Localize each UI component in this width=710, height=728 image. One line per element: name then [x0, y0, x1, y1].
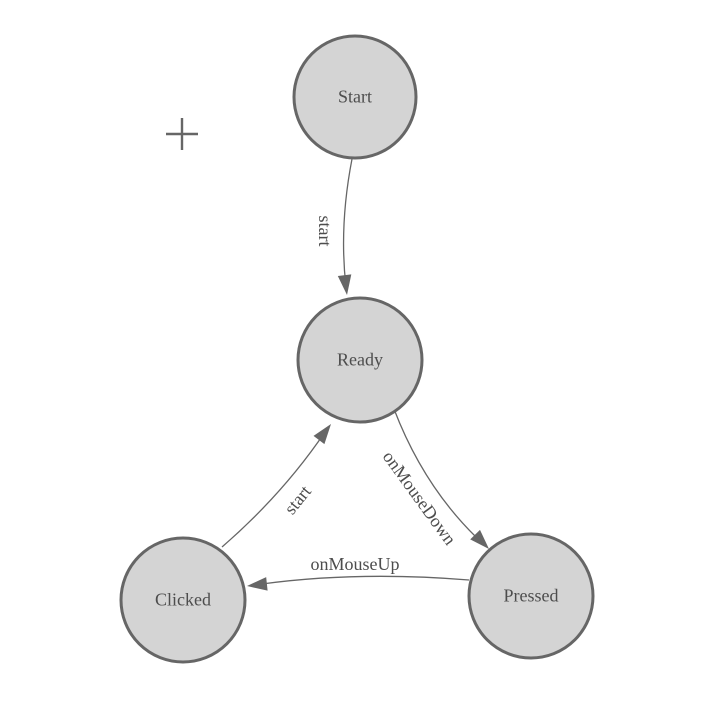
- state-circle-ready[interactable]: [296, 296, 424, 424]
- crosshair-plus-icon[interactable]: [166, 118, 198, 150]
- node-ready: Ready: [296, 296, 424, 424]
- state-label-pressed: Pressed: [504, 586, 559, 606]
- edge-line-ready-to-pressed[interactable]: [393, 408, 477, 538]
- state-circle-start[interactable]: [292, 34, 418, 160]
- node-pressed: Pressed: [467, 532, 595, 660]
- state-label-clicked: Clicked: [155, 590, 211, 610]
- edge-label-pressed-to-clicked: onMouseUp: [311, 554, 400, 574]
- edge-label-start-to-ready: start: [315, 216, 335, 247]
- edge-ready-to-pressed: onMouseDown: [379, 408, 489, 549]
- arrowhead-icon: [337, 274, 352, 295]
- arrowhead-icon: [247, 577, 268, 591]
- state-label-ready: Ready: [337, 350, 383, 370]
- arrowhead-icon: [470, 529, 489, 549]
- edge-line-clicked-to-ready[interactable]: [221, 431, 326, 548]
- node-start: Start: [292, 34, 418, 160]
- edge-clicked-to-ready: start: [221, 424, 331, 548]
- edge-pressed-to-clicked: onMouseUp: [247, 554, 470, 591]
- arrowhead-icon: [313, 424, 331, 445]
- node-clicked: Clicked: [119, 536, 247, 664]
- state-circle-clicked[interactable]: [119, 536, 247, 664]
- edge-line-start-to-ready[interactable]: [342, 158, 353, 288]
- edge-label-clicked-to-ready: start: [280, 481, 315, 518]
- edge-line-pressed-to-clicked[interactable]: [261, 575, 470, 585]
- state-circle-pressed[interactable]: [467, 532, 595, 660]
- edge-start-to-ready: start: [315, 158, 353, 295]
- state-label-start: Start: [338, 87, 372, 107]
